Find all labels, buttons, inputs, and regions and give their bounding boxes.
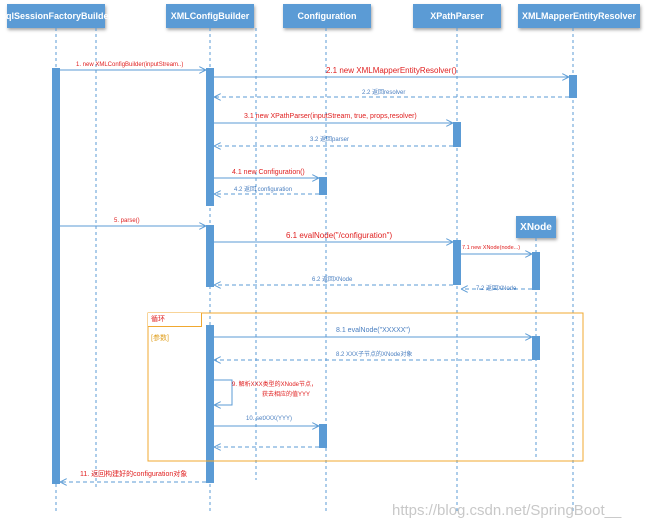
activation-ssfb: [52, 68, 60, 484]
activation-xcb-2: [206, 225, 214, 287]
label-m61: 6.1 evalNode("/configuration"): [286, 231, 393, 240]
label-m81: 8.1 evalNode("XXXXX"): [336, 327, 410, 334]
lifeline-xmlmapperentityresolver: XMLMapperEntityResolver: [518, 4, 640, 28]
loop-condition: [参数]: [151, 335, 169, 342]
label-m32: 3.2 返回parser: [310, 136, 349, 143]
label-m9b: 获去相应的值YYY: [262, 390, 310, 398]
activation-xpp-1: [453, 122, 461, 147]
lifeline-xmlconfigbuilder: XMLConfigBuilder: [166, 4, 254, 28]
label-m42: 4.2 返回 configuration: [234, 186, 292, 193]
loop-frame: [147, 312, 584, 462]
activation-cfg-1: [319, 177, 327, 195]
label-m10: 10. setXXX(YYY): [246, 416, 292, 422]
activation-xnode-2: [532, 336, 540, 360]
label-m82: 8.2 XXX子节点的XNode对象: [336, 350, 412, 358]
activation-cfg-2: [319, 424, 327, 448]
label-m72: 7.2 返回XNode: [476, 285, 517, 292]
activation-xcb-3: [206, 325, 214, 483]
lifeline-sqlsessionfactorybuilder: SqlSessionFactoryBuilder: [0, 4, 112, 28]
label-m5: 5. parse(): [114, 218, 140, 224]
label-m31: 3.1 new XPathParser(inputStream, true, p…: [244, 113, 417, 120]
activation-xpp-2: [453, 240, 461, 285]
label-m71: 7.1 new XNode(node...): [462, 245, 520, 251]
label-m21: 2.1 new XMLMapperEntityResolver(): [326, 66, 457, 75]
activation-xmer: [569, 75, 577, 98]
loop-title: 循环: [148, 313, 202, 327]
arrow-m9-self: [214, 379, 233, 405]
label-m1: 1. new XMLConfigBuilder(inputStream..): [76, 62, 183, 68]
watermark: https://blog.csdn.net/SpringBoot__: [392, 502, 622, 519]
activation-xcb-1: [206, 68, 214, 206]
lifeline-xpathparser: XPathParser: [413, 4, 501, 28]
label-m62: 6.2 返回XNode: [312, 276, 353, 283]
label-m41: 4.1 new Configuration(): [232, 169, 305, 176]
label-m11: 11. 返回构建好的configuration对象: [80, 469, 187, 478]
label-m9a: 9. 解析XXX类型的XNode节点，: [232, 380, 317, 388]
lifeline-configuration: Configuration: [283, 4, 371, 28]
label-m22: 2.2 返回resolver: [362, 89, 405, 96]
lifeline-xnode: XNode: [516, 216, 556, 238]
activation-xnode-1: [532, 252, 540, 290]
